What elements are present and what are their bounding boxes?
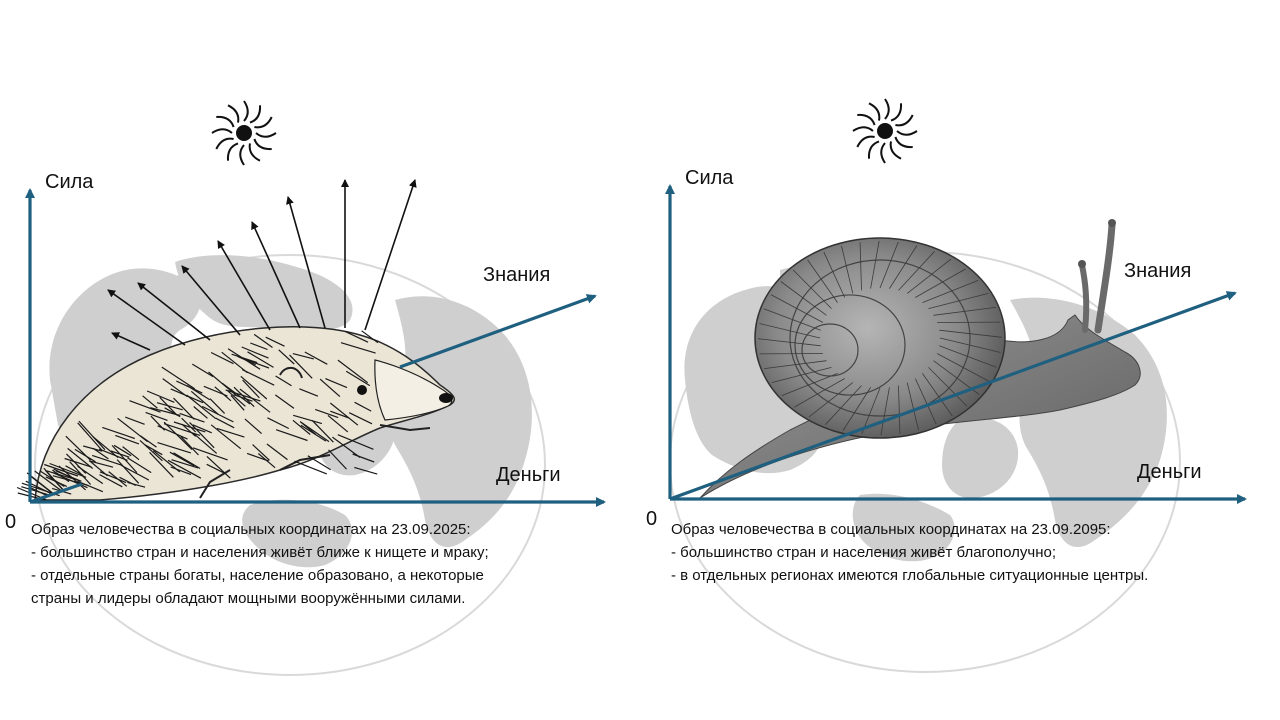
left-origin-label: 0 [5, 511, 17, 533]
left-axis-knowledge-label: Знания [483, 264, 551, 286]
left-caption: Образ человечества в социальных координа… [31, 518, 489, 610]
right-axes [665, 184, 1247, 504]
left-hedgehog [34, 326, 456, 501]
right-axis-money-label: Деньги [1137, 461, 1202, 483]
right-caption: Образ человечества в социальных координа… [671, 518, 1148, 587]
right-axis-power-label: Сила [685, 167, 734, 189]
sun-icon [211, 100, 277, 166]
left-axis-money-label: Деньги [496, 464, 561, 486]
right-caption-line: Образ человечества в социальных координа… [671, 521, 1111, 538]
left-caption-line: Образ человечества в социальных координа… [31, 521, 471, 538]
right-axis-knowledge-label: Знания [1124, 260, 1192, 282]
right-caption-line: - большинство стран и населения живёт бл… [671, 544, 1057, 561]
left-caption-line: страны и лидеры обладают мощными вооружё… [31, 590, 466, 607]
right-caption-line: - в отдельных регионах имеются глобальны… [671, 567, 1149, 584]
hedgehog-spines [16, 330, 379, 501]
left-caption-line: - большинство стран и населения живёт бл… [31, 544, 489, 561]
left-black-arrows [107, 179, 417, 351]
sun-icon [852, 98, 918, 164]
left-caption-line: - отдельные страны богаты, население обр… [31, 567, 484, 584]
right-origin-label: 0 [646, 508, 658, 530]
left-axis-power-label: Сила [45, 171, 94, 193]
left-axes [25, 188, 606, 507]
